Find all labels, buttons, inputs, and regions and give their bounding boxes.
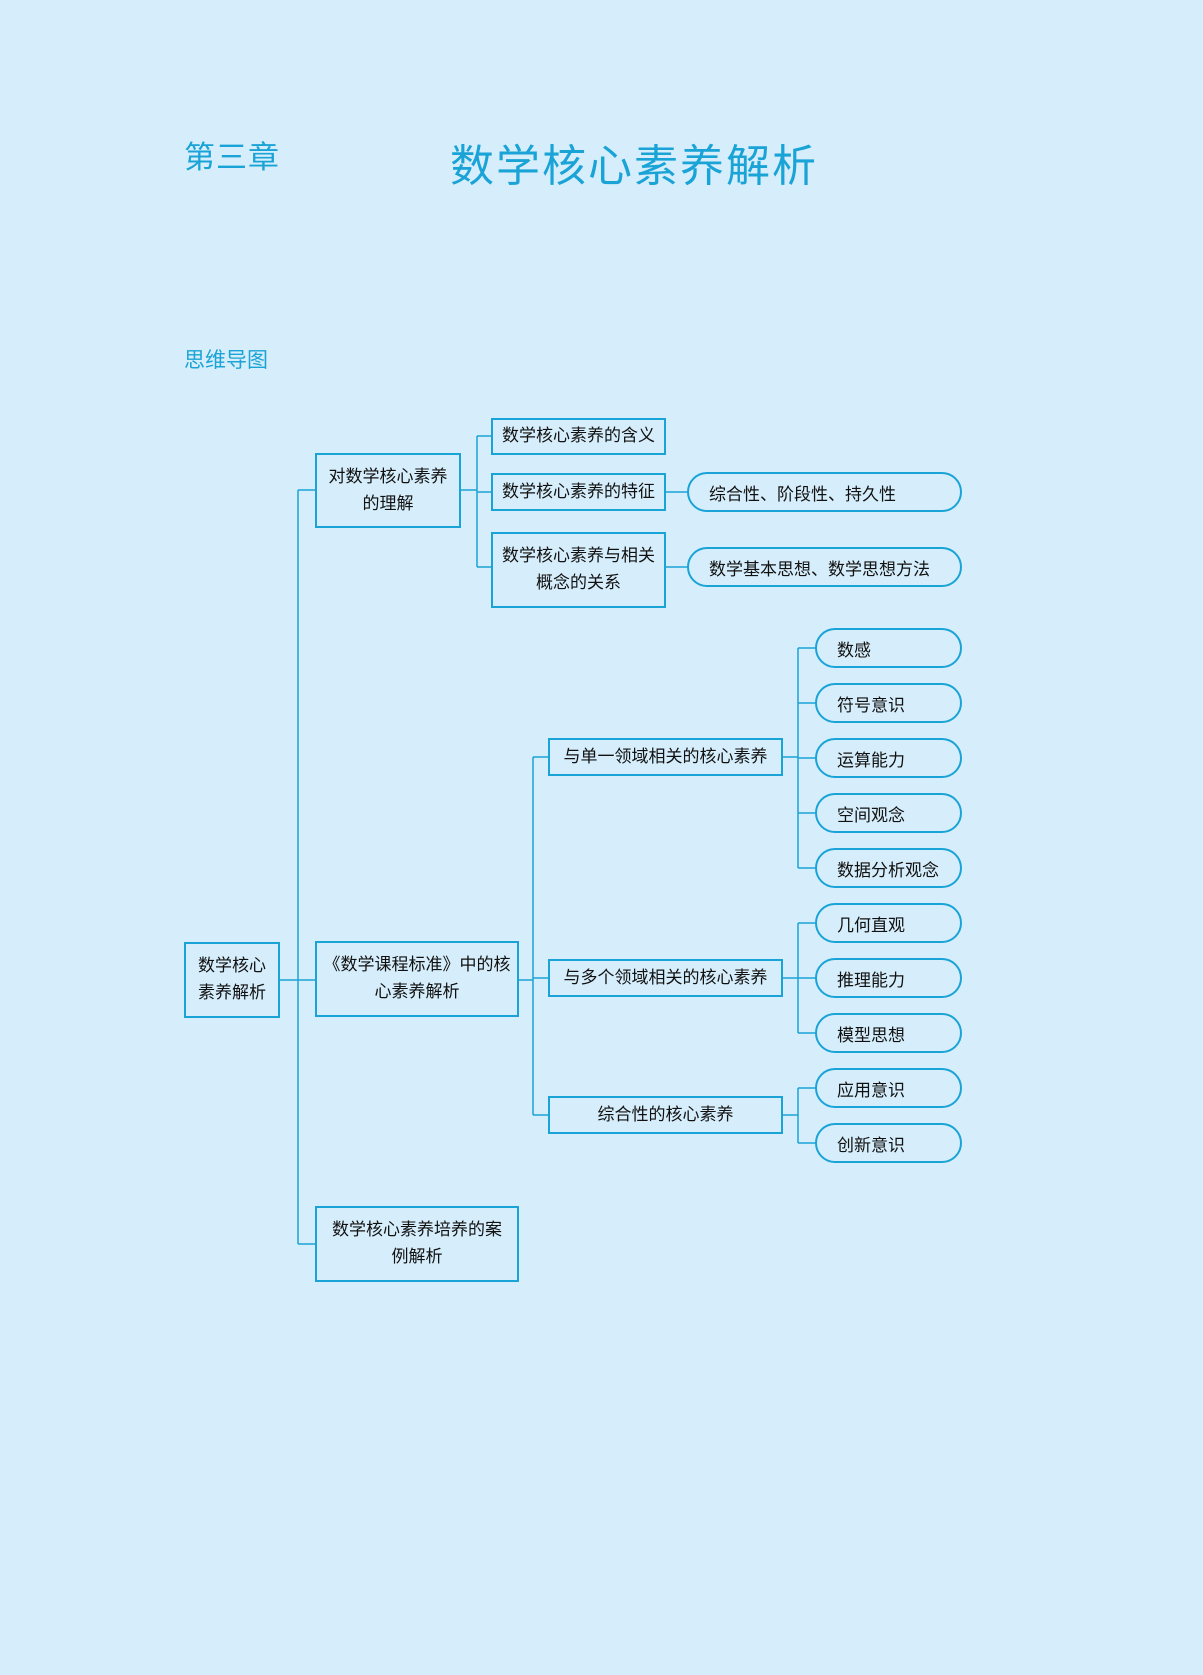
single-domain-node: 与单一领域相关的核心素养 <box>548 738 783 776</box>
leaf-number-sense: 数感 <box>815 628 962 668</box>
leaf-reasoning: 推理能力 <box>815 958 962 998</box>
leaf-label: 创新意识 <box>837 1135 905 1156</box>
leaf-features-label: 综合性、阶段性、持久性 <box>709 484 896 505</box>
branch1-node: 对数学核心素养的理解 <box>315 453 461 528</box>
b1-child-meaning: 数学核心素养的含义 <box>491 418 666 455</box>
leaf-spatial: 空间观念 <box>815 793 962 833</box>
leaf-label: 空间观念 <box>837 805 905 826</box>
leaf-geometric-intuition: 几何直观 <box>815 903 962 943</box>
comprehensive-label: 综合性的核心素养 <box>597 1104 734 1125</box>
branch2-node: 《数学课程标准》中的核心素养解析 <box>315 941 519 1017</box>
leaf-relations: 数学基本思想、数学思想方法 <box>687 547 962 587</box>
single-domain-label: 与单一领域相关的核心素养 <box>563 746 768 767</box>
leaf-relations-label: 数学基本思想、数学思想方法 <box>709 559 930 580</box>
chapter-label: 第三章 <box>184 140 280 176</box>
b1-child-relations-label: 数学核心素养与相关概念的关系 <box>502 546 655 593</box>
multi-domain-node: 与多个领域相关的核心素养 <box>548 959 783 997</box>
leaf-application: 应用意识 <box>815 1068 962 1108</box>
b1-child-features: 数学核心素养的特征 <box>491 473 666 511</box>
comprehensive-node: 综合性的核心素养 <box>548 1096 783 1134</box>
leaf-innovation: 创新意识 <box>815 1123 962 1163</box>
leaf-computation: 运算能力 <box>815 738 962 778</box>
leaf-label: 数感 <box>837 640 871 661</box>
leaf-modeling: 模型思想 <box>815 1013 962 1053</box>
root-node: 数学核心素养解析 <box>184 942 280 1018</box>
leaf-data-analysis: 数据分析观念 <box>815 848 962 888</box>
b1-child-meaning-label: 数学核心素养的含义 <box>502 426 655 446</box>
section-label: 思维导图 <box>184 348 268 372</box>
b1-child-relations: 数学核心素养与相关概念的关系 <box>491 532 666 608</box>
leaf-label: 应用意识 <box>837 1080 905 1101</box>
branch2-label: 《数学课程标准》中的核心素养解析 <box>323 955 511 1002</box>
multi-domain-label: 与多个领域相关的核心素养 <box>563 967 768 988</box>
leaf-features: 综合性、阶段性、持久性 <box>687 472 962 512</box>
branch3-node: 数学核心素养培养的案例解析 <box>315 1206 519 1282</box>
leaf-label: 运算能力 <box>837 750 905 771</box>
leaf-label: 推理能力 <box>837 970 905 991</box>
root-label: 数学核心素养解析 <box>198 956 266 1003</box>
branch3-label: 数学核心素养培养的案例解析 <box>332 1220 502 1267</box>
leaf-label: 几何直观 <box>837 915 905 936</box>
leaf-label: 模型思想 <box>837 1025 905 1046</box>
leaf-label: 数据分析观念 <box>837 860 939 881</box>
branch1-label: 对数学核心素养的理解 <box>328 466 448 514</box>
leaf-label: 符号意识 <box>837 695 905 716</box>
leaf-symbol-sense: 符号意识 <box>815 683 962 723</box>
b1-child-features-label: 数学核心素养的特征 <box>502 481 655 502</box>
chapter-title: 数学核心素养解析 <box>450 141 818 192</box>
